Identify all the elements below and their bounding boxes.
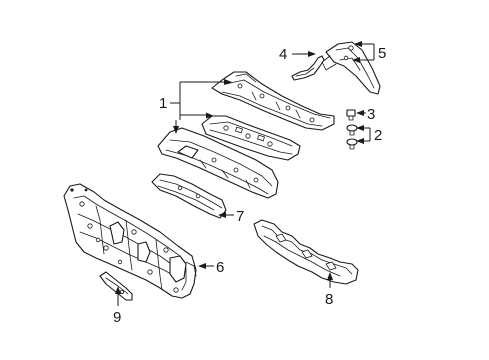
callout-9-label: 9: [113, 309, 121, 326]
callout-7-leader: [218, 212, 234, 218]
clip-part: [346, 109, 356, 121]
callout-8-label: 8: [325, 291, 333, 308]
callout-5-leader: [352, 41, 375, 63]
cowl-lower-panel-part: [157, 127, 279, 199]
callout-6-label: 6: [216, 259, 224, 276]
callout-3-label: 3: [367, 106, 375, 123]
callout-5-label: 5: [378, 45, 386, 62]
callout-1-label: 1: [159, 95, 167, 112]
dash-panel-part: [63, 183, 197, 299]
cowl-inner-panel-part: [201, 115, 301, 161]
callout-1-leader: [170, 79, 232, 134]
insulator-pad-part: [253, 219, 359, 285]
callout-3-leader: [356, 110, 366, 116]
brace-reinforcement-part: [151, 173, 227, 219]
fastener-pair-part: [346, 124, 358, 150]
small-bracket-part: [99, 271, 133, 301]
seal-strip-part: [291, 55, 325, 81]
callout-4-leader: [292, 51, 316, 57]
cowl-top-panel-part: [211, 71, 335, 131]
callout-4-label: 4: [279, 46, 287, 63]
callout-8-leader: [327, 272, 333, 288]
callout-2-label: 2: [374, 127, 382, 144]
callout-2-leader: [356, 125, 371, 144]
cowl-side-bracket-part: [321, 41, 381, 95]
callout-9-leader: [115, 286, 121, 306]
callout-7-label: 7: [236, 208, 244, 225]
callout-6-leader: [198, 263, 214, 269]
